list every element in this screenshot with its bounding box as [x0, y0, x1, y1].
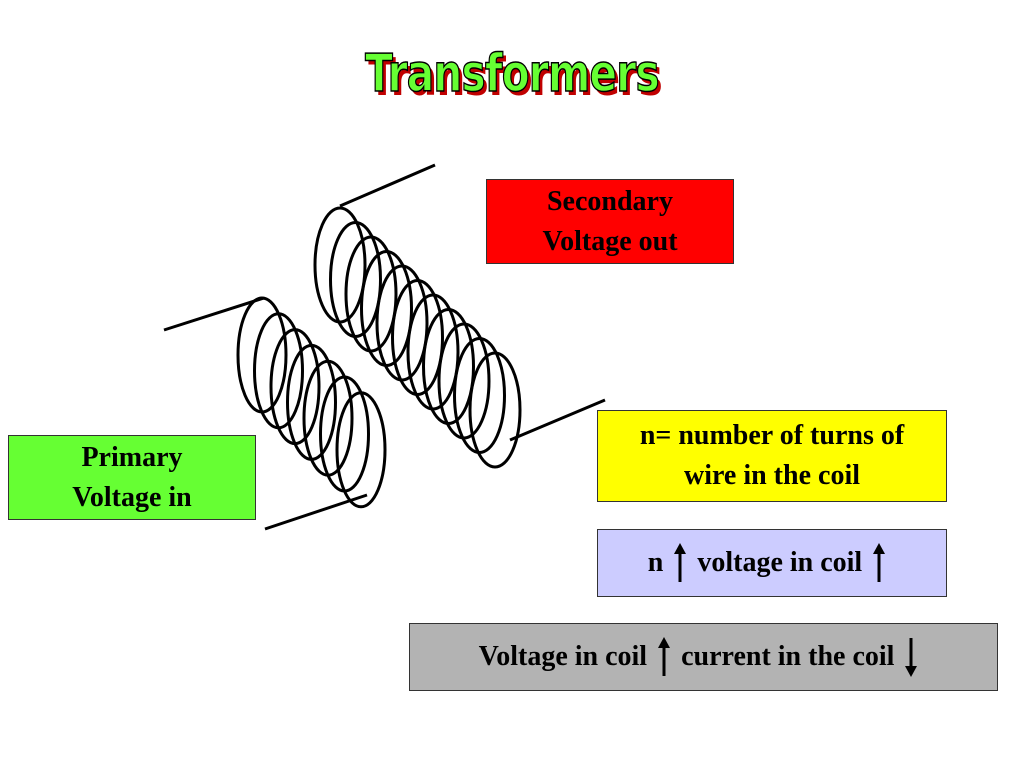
primary-label-line2: Voltage in [72, 481, 192, 513]
voltage-current-relation-box: Voltage in coil current in the coil [409, 623, 998, 691]
secondary-coil-loop [391, 279, 444, 396]
primary-coil-loop [335, 391, 387, 509]
turns-label-line2: wire in the coil [683, 460, 860, 491]
arrow-down-icon [905, 638, 918, 677]
n-symbol: n [647, 547, 664, 578]
secondary-lead-top [339, 163, 436, 208]
primary-coil [163, 296, 387, 531]
secondary-coil-loop [375, 264, 429, 382]
secondary-coil-loop [344, 235, 398, 353]
voltage-in-coil-label: Voltage in coil [478, 641, 648, 672]
secondary-label-line1: Secondary [546, 185, 673, 217]
primary-lead-top [163, 296, 265, 332]
turns-voltage-relation-box: n voltage in coil [597, 529, 947, 597]
secondary-coil-loop [468, 351, 522, 469]
secondary-coil-loop [329, 221, 382, 338]
arrow-up-icon [658, 637, 671, 676]
secondary-voltage-box: Secondary Voltage out [486, 179, 734, 264]
turns-definition-box: n= number of turns of wire in the coil [597, 410, 947, 502]
n-relation-label: voltage in coil [697, 547, 863, 578]
secondary-lead-bottom [509, 398, 606, 442]
secondary-coil-loop [360, 250, 413, 367]
secondary-coil-loop [437, 322, 491, 440]
arrow-up-icon [873, 543, 886, 582]
secondary-coil-loop [453, 337, 506, 454]
primary-label-line1: Primary [81, 441, 183, 473]
secondary-label-line2: Voltage out [542, 225, 678, 257]
turns-label-line1: n= number of turns of [639, 420, 905, 451]
arrow-up-icon [674, 543, 687, 582]
page-title: Transformers [365, 43, 661, 105]
secondary-coil-loop [313, 206, 367, 324]
secondary-coil-loop [422, 308, 475, 425]
primary-voltage-box: Primary Voltage in [8, 435, 256, 520]
primary-lead-bottom [264, 493, 368, 531]
secondary-coil [313, 163, 606, 469]
current-in-coil-label: current in the coil [681, 641, 895, 672]
secondary-coil-loop [406, 293, 460, 411]
